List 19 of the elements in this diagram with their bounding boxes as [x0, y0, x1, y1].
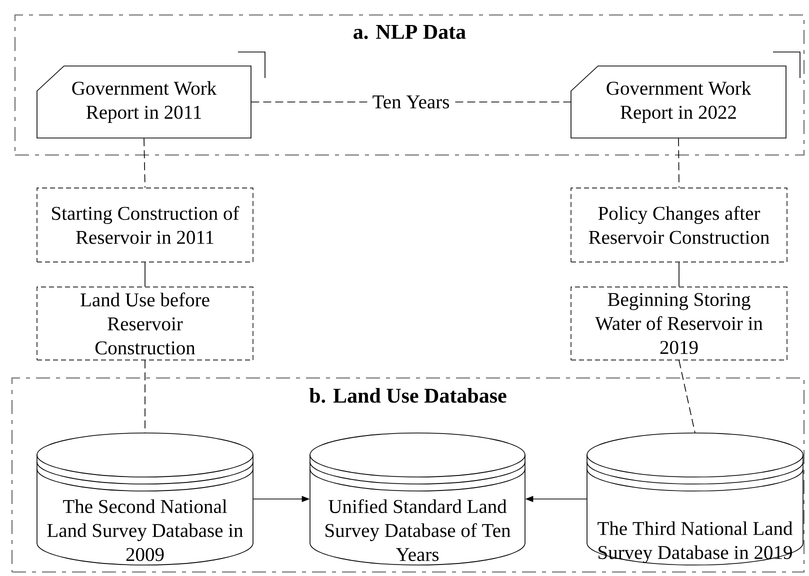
database-cylinder: The Second National Land Survey Database in 2009 — [36, 432, 254, 566]
node-label: The Second National Land Survey Database in 2009 — [47, 499, 243, 562]
connector-line — [678, 138, 680, 188]
connector-line — [678, 262, 680, 288]
document-box: Government Work Report in 2011 — [36, 52, 266, 138]
node-label: The Third National Land Survey Database in 2019 — [598, 521, 793, 564]
database-cylinder: Unified Standard Land Survey Database of Ten Years — [310, 432, 526, 566]
document-box: Government Work Report in 2022 — [570, 52, 800, 138]
database-cylinder: The Third National Land Survey Database in 2019 — [586, 432, 804, 566]
connector-line — [144, 360, 146, 434]
connector-line — [144, 138, 146, 188]
dashed-box: Land Use before Reservoir Construction — [36, 286, 254, 360]
connector-line — [678, 360, 696, 434]
dashed-box: Policy Changes after Reservoir Construction — [570, 188, 788, 262]
edge-label: Ten Years — [370, 94, 452, 110]
node-label: Unified Standard Land Survey Database of Ten Years — [326, 499, 511, 562]
dashed-box: Starting Construction of Reservoir in 2011 — [36, 188, 254, 262]
dashed-box: Beginning Storing Water of Reservoir in 2019 — [570, 286, 788, 360]
connector-line — [144, 262, 146, 288]
